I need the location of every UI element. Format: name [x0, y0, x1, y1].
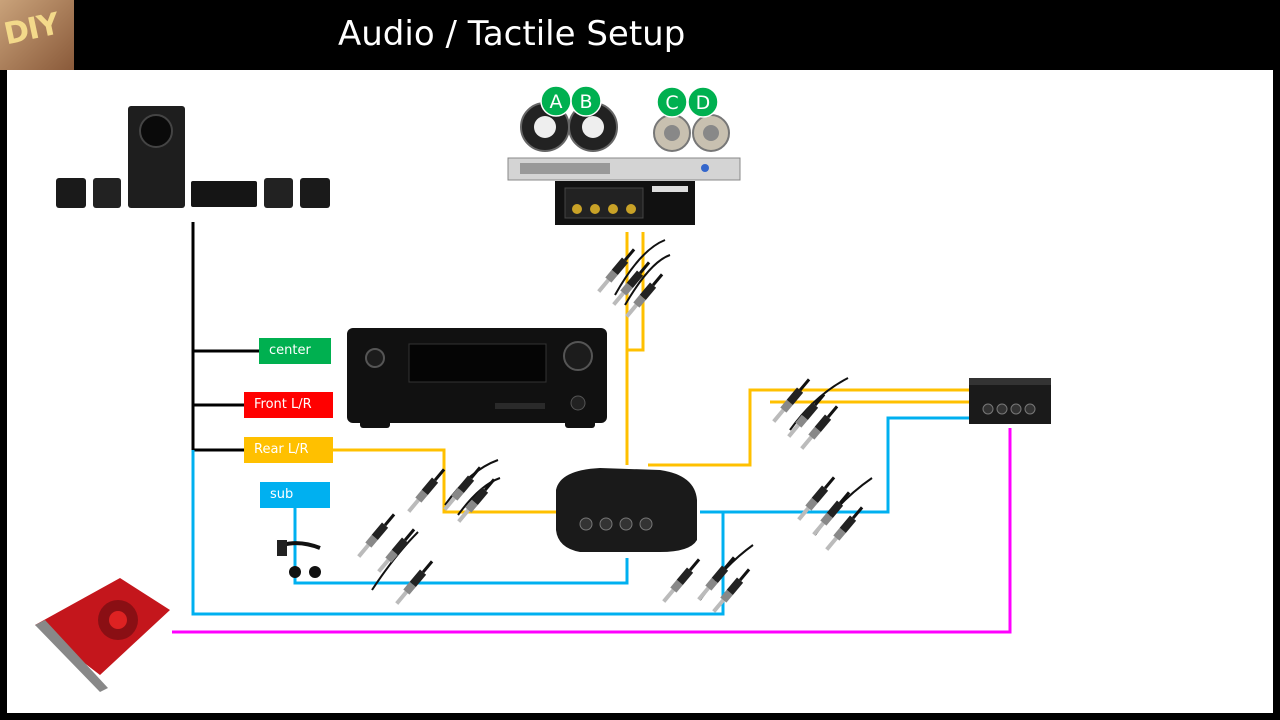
- av-receiver: [347, 328, 607, 428]
- badge-d: D: [687, 86, 719, 118]
- label-front: Front L/R: [244, 392, 333, 418]
- svg-text:D: D: [696, 92, 711, 114]
- dsp-unit: [555, 181, 695, 225]
- jack-cable-mixer-yellow: [770, 376, 849, 452]
- wire-splitter-to-mixer: [648, 388, 972, 467]
- svg-text:B: B: [579, 91, 592, 113]
- transducer-badges: A B C D: [540, 85, 719, 118]
- page-title: Audio / Tactile Setup: [338, 14, 686, 54]
- svg-text:C: C: [665, 92, 678, 114]
- wire-soundcard-to-mixer: [172, 428, 1012, 634]
- svg-text:A: A: [550, 91, 563, 113]
- badge-b: B: [570, 85, 602, 117]
- transducer-d: [692, 114, 730, 152]
- wire-rear-to-splitter: [333, 448, 556, 514]
- headphone-splitter: [556, 468, 697, 552]
- transducer-c: [653, 114, 691, 152]
- jack-cable-mixer-blue: [795, 474, 873, 553]
- badge-c: C: [656, 86, 688, 118]
- jack-cable-rear: [405, 459, 501, 525]
- jack-cable-amp: [595, 239, 671, 320]
- mini-mixer: [969, 378, 1051, 424]
- label-rear: Rear L/R: [244, 437, 333, 463]
- rca-y-adapter: [277, 540, 321, 578]
- jack-cable-sub: [355, 511, 436, 607]
- badge-a: A: [540, 85, 572, 117]
- logo: DIY: [0, 0, 74, 70]
- label-center: center: [259, 338, 331, 364]
- jack-cable-splitter-out: [660, 544, 754, 615]
- home-theater-speakers: [56, 106, 330, 208]
- power-amplifier: [507, 157, 741, 181]
- sound-card: [35, 578, 170, 692]
- header: DIY Audio / Tactile Setup: [0, 0, 1280, 70]
- label-sub: sub: [260, 482, 330, 508]
- wire-splitter-to-mixer-blue: [700, 416, 972, 514]
- wires: [172, 222, 1012, 634]
